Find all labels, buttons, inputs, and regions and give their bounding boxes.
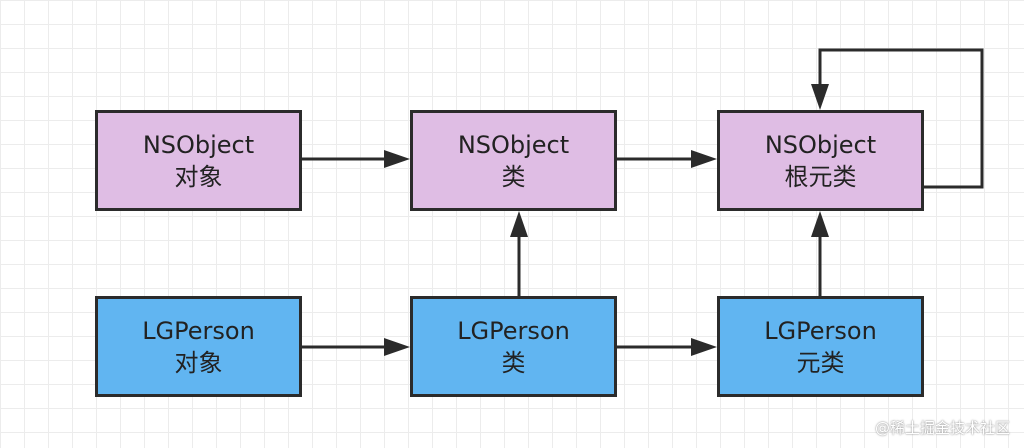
watermark: @稀土掘金技术社区 [874,419,1010,437]
node-lgperson-metaclass[interactable]: LGPerson 元类 [717,296,924,397]
node-title: LGPerson [764,316,877,345]
node-title: NSObject [457,130,570,159]
edge-lgperson-instance-to-class [302,338,410,356]
node-title: LGPerson [457,316,570,345]
node-title: NSObject [764,130,877,159]
edge-lgperson-class-to-metaclass [617,338,717,356]
node-subtitle: 类 [501,348,526,377]
edge-root-metaclass-self-loop [811,48,984,189]
node-subtitle: 类 [501,162,526,191]
edge-lgperson-metaclass-to-root-metaclass [811,211,829,296]
edge-nsobject-class-to-root-metaclass [617,150,717,168]
node-lgperson-class[interactable]: LGPerson 类 [410,296,617,397]
node-subtitle: 根元类 [784,162,857,191]
node-subtitle: 对象 [174,162,223,191]
node-subtitle: 元类 [796,348,845,377]
edge-lgperson-class-to-nsobject-class [510,211,528,296]
node-nsobject-class[interactable]: NSObject 类 [410,110,617,211]
node-title: LGPerson [142,316,255,345]
node-nsobject-root-metaclass[interactable]: NSObject 根元类 [717,110,924,211]
node-nsobject-instance[interactable]: NSObject 对象 [95,110,302,211]
edge-nsobject-instance-to-class [302,150,410,168]
node-subtitle: 对象 [174,348,223,377]
node-title: NSObject [142,130,255,159]
node-lgperson-instance[interactable]: LGPerson 对象 [95,296,302,397]
